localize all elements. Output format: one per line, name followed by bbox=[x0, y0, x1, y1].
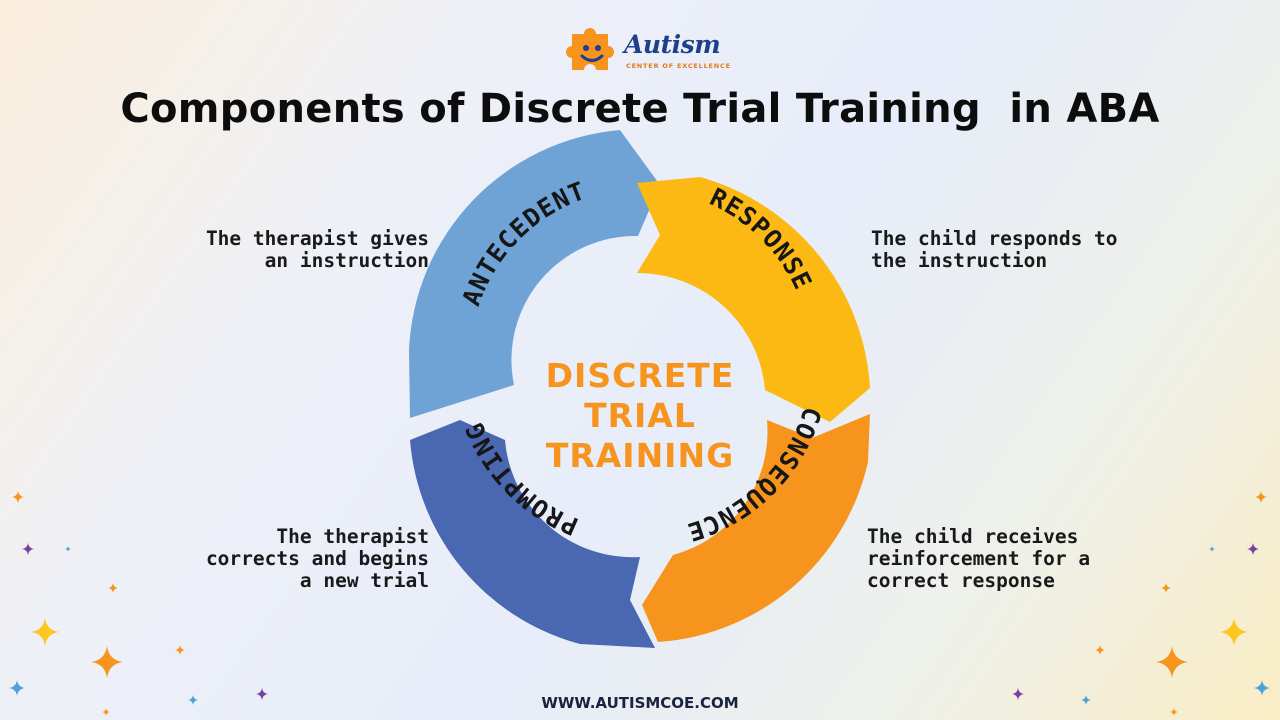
consequence-description: The child receives reinforcement for a c… bbox=[867, 525, 1091, 592]
response-description: The child responds to the instruction bbox=[871, 227, 1118, 272]
segment-antecedent bbox=[409, 130, 660, 418]
prompting-arrow bbox=[410, 420, 655, 648]
prompting-description: The therapist corrects and begins a new … bbox=[205, 525, 429, 592]
center-line-1: DISCRETE bbox=[546, 356, 735, 395]
page-title: Components of Discrete Trial Training in… bbox=[120, 86, 1160, 132]
antecedent-description: The therapist gives an instruction bbox=[205, 227, 429, 272]
segment-response bbox=[637, 177, 870, 422]
logo-wordmark: Autism bbox=[624, 30, 721, 59]
puzzle-face-icon bbox=[566, 28, 614, 70]
center-line-2: TRIAL bbox=[584, 396, 696, 435]
segment-prompting bbox=[410, 420, 655, 648]
response-arrow bbox=[637, 177, 870, 422]
center-label: DISCRETE TRIAL TRAINING bbox=[546, 356, 735, 475]
segment-consequence bbox=[642, 414, 870, 642]
website-url: WWW.AUTISMCOE.COM bbox=[541, 694, 739, 712]
consequence-arrow bbox=[642, 414, 870, 642]
antecedent-arrow bbox=[409, 130, 660, 418]
center-line-3: TRAINING bbox=[546, 436, 734, 475]
brand-logo: Autism CENTER OF EXCELLENCE bbox=[564, 18, 730, 76]
logo-subtitle: CENTER OF EXCELLENCE bbox=[626, 62, 731, 70]
